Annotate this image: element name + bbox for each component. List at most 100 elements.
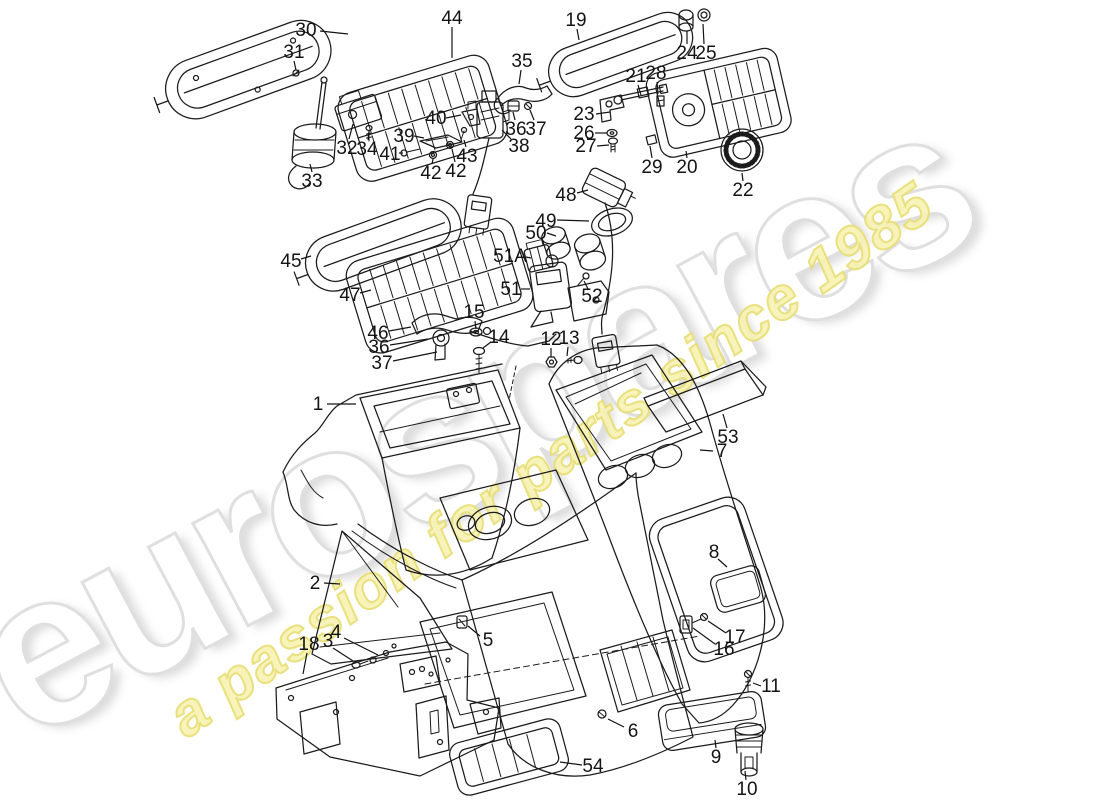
svg-text:43: 43: [456, 146, 477, 167]
callout-31: 31: [283, 42, 305, 71]
callout-23: 23: [573, 104, 611, 125]
svg-text:1: 1: [313, 394, 324, 415]
svg-text:29: 29: [641, 157, 662, 178]
svg-text:22: 22: [732, 180, 753, 201]
callout-7: 7: [699, 441, 728, 462]
part-7-console-rear-section: [548, 344, 784, 724]
part-27-screw: [607, 137, 619, 153]
part-32-bracket: [334, 90, 383, 132]
svg-text:32: 32: [336, 138, 357, 159]
svg-text:4: 4: [331, 622, 342, 643]
svg-text:33: 33: [301, 171, 322, 192]
part-17-screw: [691, 612, 709, 624]
svg-text:51A: 51A: [493, 246, 527, 267]
callout-25: 25: [695, 23, 717, 64]
callout-8: 8: [709, 542, 728, 568]
callout-43: 43: [456, 139, 478, 167]
svg-text:50: 50: [525, 223, 546, 244]
part-29-nut: [645, 134, 658, 146]
svg-text:16: 16: [713, 639, 734, 660]
svg-text:13: 13: [558, 328, 579, 349]
callout-9: 9: [711, 739, 722, 768]
callout-1: 1: [313, 394, 356, 415]
callout-38: 38: [501, 129, 530, 157]
part-44-vent-grille: [337, 54, 508, 182]
callout-14: 14: [482, 327, 510, 349]
svg-text:14: 14: [488, 327, 510, 348]
parts-linework: [153, 8, 792, 796]
svg-text:52: 52: [581, 286, 602, 307]
svg-text:7: 7: [717, 441, 728, 462]
svg-text:19: 19: [565, 10, 586, 31]
callout-27: 27: [575, 136, 610, 157]
part-50-sockets: [541, 226, 607, 271]
part-51-switch: [528, 254, 610, 328]
part-26-washer: [606, 128, 618, 138]
callout-15: 15: [463, 302, 485, 330]
callout-44: 44: [441, 8, 463, 58]
callout-51A: 51A: [493, 246, 532, 267]
svg-text:26: 26: [573, 123, 594, 144]
callout-47: 47: [339, 285, 372, 306]
callout-2: 2: [310, 573, 341, 594]
svg-text:35: 35: [511, 51, 532, 72]
callout-17: 17: [707, 620, 746, 648]
callout-35: 35: [511, 51, 533, 85]
callout-19: 19: [565, 10, 587, 41]
svg-text:40: 40: [425, 108, 446, 129]
svg-text:34: 34: [356, 139, 378, 160]
svg-text:2: 2: [310, 573, 321, 594]
part-35-lever: [493, 85, 553, 115]
callout-30: 30: [295, 20, 349, 41]
center-tunnel-console: [351, 469, 701, 777]
part-22-knurled-knob: [720, 128, 764, 172]
callout-36: 36: [505, 111, 527, 140]
part-2-side-panel: [311, 530, 453, 665]
callout-50: 50: [525, 223, 557, 244]
part-23-bracket: [599, 94, 625, 123]
svg-text:53: 53: [717, 427, 738, 448]
callout-16: 16: [692, 627, 735, 660]
callout-40: 40: [425, 108, 462, 129]
callout-42: 42: [445, 148, 467, 182]
part-25-nut: [697, 8, 711, 22]
callout-20: 20: [676, 150, 698, 178]
part-33-knob-assembly: [287, 76, 337, 190]
callout-28: 28: [645, 63, 667, 95]
callout-10: 10: [736, 770, 758, 800]
svg-text:44: 44: [441, 8, 463, 29]
callout-54: 54: [559, 756, 604, 777]
part-12-nut: [545, 356, 558, 368]
part-38-switch-with-cable: [463, 90, 510, 236]
callout-13: 13: [558, 328, 580, 357]
svg-text:5: 5: [483, 630, 494, 651]
svg-text:42: 42: [420, 163, 441, 184]
callout-46: 46: [367, 323, 412, 344]
callout-5: 5: [467, 625, 494, 651]
svg-text:25: 25: [695, 43, 716, 64]
callout-53: 53: [717, 413, 739, 448]
svg-text:30: 30: [295, 20, 316, 41]
callout-21: 21: [625, 66, 647, 96]
svg-text:18: 18: [298, 634, 319, 655]
callout-34: 34: [356, 130, 378, 160]
svg-text:37: 37: [371, 353, 392, 374]
svg-text:28: 28: [645, 63, 666, 84]
callout-24: 24: [676, 31, 698, 64]
svg-text:46: 46: [367, 323, 388, 344]
callout-48: 48: [555, 185, 589, 206]
callout-33: 33: [301, 163, 323, 192]
svg-text:3: 3: [323, 631, 334, 652]
part-24-knob: [678, 9, 694, 32]
svg-text:23: 23: [573, 104, 594, 125]
callout-52: 52: [581, 280, 603, 307]
callout-3: 3: [323, 631, 354, 662]
callout-49: 49: [535, 211, 590, 232]
svg-text:9: 9: [711, 747, 722, 768]
part-37-screw: [523, 101, 533, 111]
part-6-screw: [597, 709, 607, 719]
callout-4: 4: [331, 622, 379, 656]
part-30-vent-housing: [153, 19, 332, 120]
